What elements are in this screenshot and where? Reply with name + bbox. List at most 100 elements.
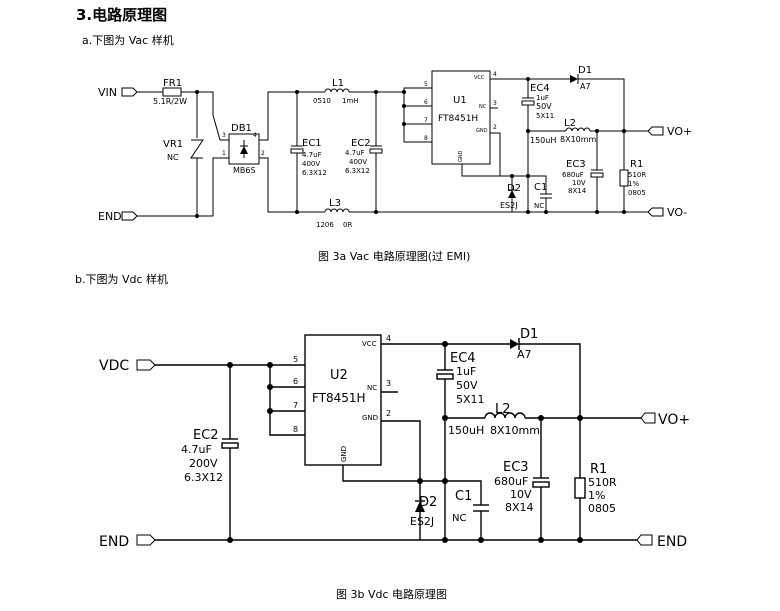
vdc-label: VDC [99, 358, 129, 374]
ec4-label-b: EC4 [450, 351, 476, 366]
ec2b-value-cap: 4.7uF [181, 443, 212, 456]
ec3b-value-cap: 680uF [494, 475, 528, 488]
end-connector-b-right [636, 534, 653, 546]
r1-resistor-b [574, 477, 586, 499]
caption-vdc: 图 3b Vdc 电路原理图 [336, 588, 448, 601]
u2-part: FT8451H [312, 391, 366, 405]
c1-label-b: C1 [455, 489, 472, 504]
l2-inductor-b [484, 412, 526, 419]
subtitle-vdc: b.下图为 Vdc 样机 [75, 273, 169, 286]
ec3b-value-volt: 10V [510, 488, 532, 501]
d1-label-a: D1 [578, 65, 592, 76]
u1-part: FT8451H [438, 114, 478, 124]
u1-pin3: 3 [493, 100, 497, 107]
d2-label-a: D2 [507, 183, 521, 194]
subtitle-vac: a.下图为 Vac 样机 [82, 34, 174, 47]
r1b-value-tol: 1% [588, 489, 605, 502]
u2-label: U2 [330, 368, 348, 383]
fr1-resistor [162, 87, 182, 97]
l1-value-size: 0510 [313, 97, 331, 105]
u2-pin3: 3 [386, 379, 391, 388]
ec3-label-a: EC3 [566, 159, 586, 170]
r1-resistor-a [619, 169, 629, 187]
c1-value-b: NC [452, 513, 466, 524]
u1-pin5: 5 [424, 81, 428, 88]
d1-value-a: A7 [580, 82, 591, 91]
r1b-value-size: 0805 [588, 502, 616, 515]
ec1-value-cap: 4.7uF [302, 151, 322, 159]
ec3a-value-cap: 680uF [562, 171, 584, 179]
u1-pin-nc: NC [479, 104, 487, 110]
end-connector-b-left [136, 534, 156, 546]
db1-pin2: 2 [261, 150, 265, 157]
vo-minus-connector [647, 207, 664, 217]
ec3b-value-size: 8X14 [505, 501, 534, 514]
ec4a-value-size: 5X11 [536, 112, 554, 120]
u1-pin6: 6 [424, 99, 428, 106]
d2-label-b: D2 [419, 495, 437, 510]
ec3-label-b: EC3 [503, 460, 529, 475]
ec2b-value-size: 6.3X12 [184, 471, 223, 484]
section-title: 3.电路原理图 [76, 6, 168, 24]
u2-pin4: 4 [386, 334, 391, 343]
u1-pin7: 7 [424, 117, 428, 124]
l3-value-res: 0R [343, 221, 352, 229]
l1-label: L1 [332, 78, 344, 89]
d1-diode-icon-a [570, 75, 578, 83]
ec2-label-b: EC2 [193, 428, 219, 443]
c1-label-a: C1 [534, 182, 547, 193]
db1-bridge [228, 133, 260, 165]
vr1-label: VR1 [163, 139, 183, 150]
u1-pin4: 4 [493, 71, 497, 78]
db1-pin1: 1 [222, 150, 226, 157]
ec4b-value-volt: 50V [456, 379, 478, 392]
ec4b-value-cap: 1uF [456, 365, 476, 378]
vin-connector [121, 87, 138, 97]
d2-diode-icon-a [508, 190, 516, 198]
vdc-connector [136, 359, 156, 371]
l2-label-b: L2 [495, 402, 511, 417]
r1a-value-size: 0805 [628, 189, 646, 197]
u1-label: U1 [453, 95, 467, 106]
end-label-b-right: END [657, 534, 687, 550]
u2-pin-gnd-bottom: GND [340, 446, 348, 462]
d1-value-b: A7 [517, 348, 532, 361]
u2-pin2: 2 [386, 409, 391, 418]
ec4a-value-volt: 50V [536, 102, 552, 111]
d2-diode-icon-b [415, 501, 425, 512]
c1-value-a: NC [534, 202, 544, 210]
vo-minus-label: VO- [667, 206, 687, 219]
u1-pin-gnd-bottom: GND [458, 150, 464, 162]
u1-pin-gnd: GND [476, 128, 488, 134]
l2-value-a: 8X10mm [560, 135, 597, 144]
ec3a-value-volt: 10V [572, 179, 586, 187]
end-connector-a [121, 211, 138, 221]
u2-pin8: 8 [293, 425, 298, 434]
db1-label: DB1 [231, 123, 252, 134]
l3-value-size: 1206 [316, 221, 334, 229]
end-label-b-left: END [99, 534, 129, 550]
ec2a-value-volt: 400V [349, 158, 367, 166]
ec2a-value-cap: 4.7uF [345, 149, 365, 157]
vo-plus-connector-a [647, 126, 664, 136]
d1-label-b: D1 [520, 327, 538, 342]
ec1-label: EC1 [302, 138, 322, 149]
d1-diode-icon-b [510, 339, 519, 349]
r1b-value-res: 510R [588, 476, 617, 489]
schematic-vdc: VDC END EC2 4.7uF 200V 6.3X12 U2 FT8451H… [99, 327, 690, 550]
u1-ic [431, 70, 491, 165]
db1-pin3: 3 [222, 132, 226, 139]
vin-label: VIN [98, 86, 117, 99]
ec2-label-a: EC2 [351, 138, 371, 149]
l2-value-b: 8X10mm [490, 424, 540, 437]
vo-plus-label-b: VO+ [658, 412, 690, 428]
l3-inductor [324, 208, 350, 213]
ec2a-value-size: 6.3X12 [345, 167, 370, 175]
ec2b-value-volt: 200V [189, 457, 218, 470]
db1-pin4: 4 [253, 132, 257, 139]
ec4-label-a: EC4 [530, 83, 550, 94]
l1-value-ind: 1mH [342, 97, 359, 105]
caption-vac: 图 3a Vac 电路原理图(过 EMI) [318, 250, 471, 263]
u2-pin6: 6 [293, 377, 298, 386]
